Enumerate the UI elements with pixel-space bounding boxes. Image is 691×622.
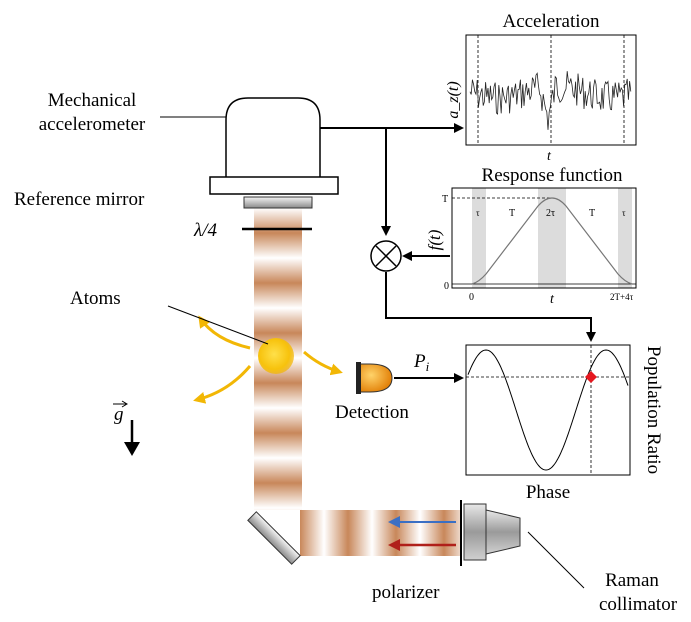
detector-icon bbox=[359, 363, 393, 393]
response-seg-T1: T bbox=[509, 208, 515, 219]
mixer-to-phase-wire bbox=[385, 272, 596, 342]
turning-mirror bbox=[247, 511, 301, 565]
response-curve bbox=[471, 197, 633, 285]
response-tick-x-end: 2T+4τ bbox=[610, 292, 634, 302]
phase-plot bbox=[465, 344, 631, 476]
atom-cloud bbox=[258, 338, 294, 374]
acceleration-trace bbox=[469, 71, 632, 130]
mechanical-label-line2: accelerometer bbox=[39, 114, 146, 135]
horizontal-laser-beam bbox=[300, 510, 460, 556]
phase-label: Phase bbox=[526, 482, 570, 503]
phase-sine-curve bbox=[467, 349, 629, 471]
population-ratio-label: Population Ratio bbox=[643, 346, 664, 474]
collimator-body bbox=[485, 509, 521, 555]
acceleration-xlabel: t bbox=[547, 149, 552, 164]
response-function-plot bbox=[451, 187, 637, 289]
gravity-vector-tip bbox=[121, 400, 128, 408]
fluorescence-arrow-right bbox=[303, 350, 343, 376]
response-seg-tau2: τ bbox=[622, 208, 626, 218]
polarizer-label: polarizer bbox=[372, 582, 440, 603]
red-arrowhead bbox=[388, 539, 400, 551]
phase-plot-frame bbox=[465, 344, 631, 476]
response-ylabel: f(t) bbox=[425, 229, 444, 250]
response-shade-tau1 bbox=[472, 188, 486, 288]
reference-mirror bbox=[243, 196, 313, 209]
collimator-front bbox=[463, 503, 487, 561]
response-plot-border bbox=[451, 187, 637, 289]
lambda-quarter-label: λ/4 bbox=[193, 220, 218, 241]
pi-label: Pi bbox=[413, 351, 430, 374]
multiplier-cross-b bbox=[375, 245, 397, 267]
fluorescence-arrow-upper-left bbox=[198, 315, 251, 350]
mechanical-accelerometer-body bbox=[225, 97, 321, 179]
response-seg-2tau: 2τ bbox=[546, 208, 555, 219]
collimator-leader bbox=[527, 531, 585, 589]
mechanical-label-line1: Mechanical bbox=[48, 90, 137, 111]
acceleration-ylabel: a_z(t) bbox=[445, 81, 462, 118]
response-tick-y-top: T bbox=[442, 194, 448, 205]
response-tick-y-zero: 0 bbox=[444, 281, 449, 292]
detector-base bbox=[356, 362, 361, 394]
acceleration-title: Acceleration bbox=[502, 11, 600, 32]
response-shade-tau2 bbox=[618, 188, 632, 288]
phase-marker bbox=[585, 371, 597, 383]
atoms-label: Atoms bbox=[70, 288, 121, 309]
response-title: Response function bbox=[482, 165, 623, 186]
response-shade-2tau bbox=[538, 188, 566, 288]
response-seg-tau1: τ bbox=[476, 208, 480, 218]
fluorescence-arrow-lower-left bbox=[193, 365, 252, 404]
raman-label-line1: Raman bbox=[605, 570, 659, 591]
accelerometer-base-plate bbox=[209, 176, 339, 195]
response-seg-T2: T bbox=[589, 208, 595, 219]
gravity-arrowhead bbox=[124, 442, 140, 456]
detection-label: Detection bbox=[335, 402, 409, 423]
reference-mirror-label: Reference mirror bbox=[14, 189, 145, 210]
gravity-label: g bbox=[114, 404, 124, 425]
response-xlabel: t bbox=[550, 292, 555, 307]
raman-label-line2: collimator bbox=[599, 594, 678, 615]
response-tick-x-zero: 0 bbox=[469, 292, 474, 303]
blue-arrowhead bbox=[388, 516, 400, 528]
atoms-leader bbox=[167, 305, 269, 345]
acceleration-plot bbox=[465, 34, 637, 146]
